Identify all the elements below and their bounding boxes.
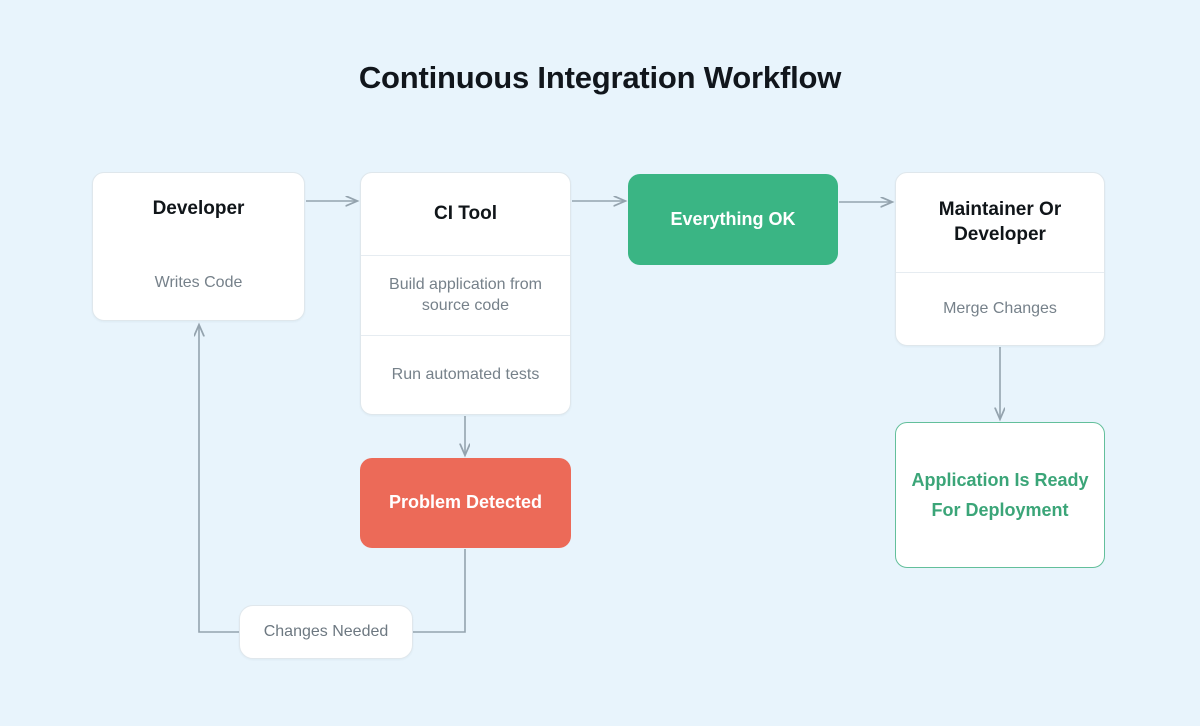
edge-label-changes-needed-text: Changes Needed: [263, 623, 389, 640]
node-maintainer-detail: Merge Changes: [896, 272, 1104, 345]
node-ci-tool-step-tests: Run automated tests: [361, 334, 570, 415]
node-problem-detected-label: Problem Detected: [388, 492, 543, 513]
page-title: Continuous Integration Workflow: [358, 60, 842, 95]
node-application-ready-label: Application Is Ready For Deployment: [911, 469, 1089, 520]
node-application-ready[interactable]: Application Is Ready For Deployment: [895, 422, 1105, 568]
node-maintainer-or-developer[interactable]: Maintainer Or Developer Merge Changes: [895, 172, 1105, 346]
node-developer-title: Developer: [152, 197, 245, 219]
node-developer[interactable]: Developer Writes Code: [92, 172, 305, 321]
edge-label-changes-needed[interactable]: Changes Needed: [239, 605, 413, 659]
node-everything-ok[interactable]: Everything OK: [628, 174, 838, 265]
node-everything-ok-label: Everything OK: [670, 208, 796, 229]
node-problem-detected[interactable]: Problem Detected: [360, 458, 571, 548]
node-ci-tool[interactable]: CI Tool Build application from source co…: [360, 172, 571, 415]
node-developer-detail: Writes Code: [154, 273, 243, 291]
node-maintainer-title: Maintainer Or Developer: [938, 199, 1062, 245]
node-ci-tool-step-build: Build application from source code: [361, 255, 570, 335]
node-ci-tool-title: CI Tool: [434, 202, 497, 224]
